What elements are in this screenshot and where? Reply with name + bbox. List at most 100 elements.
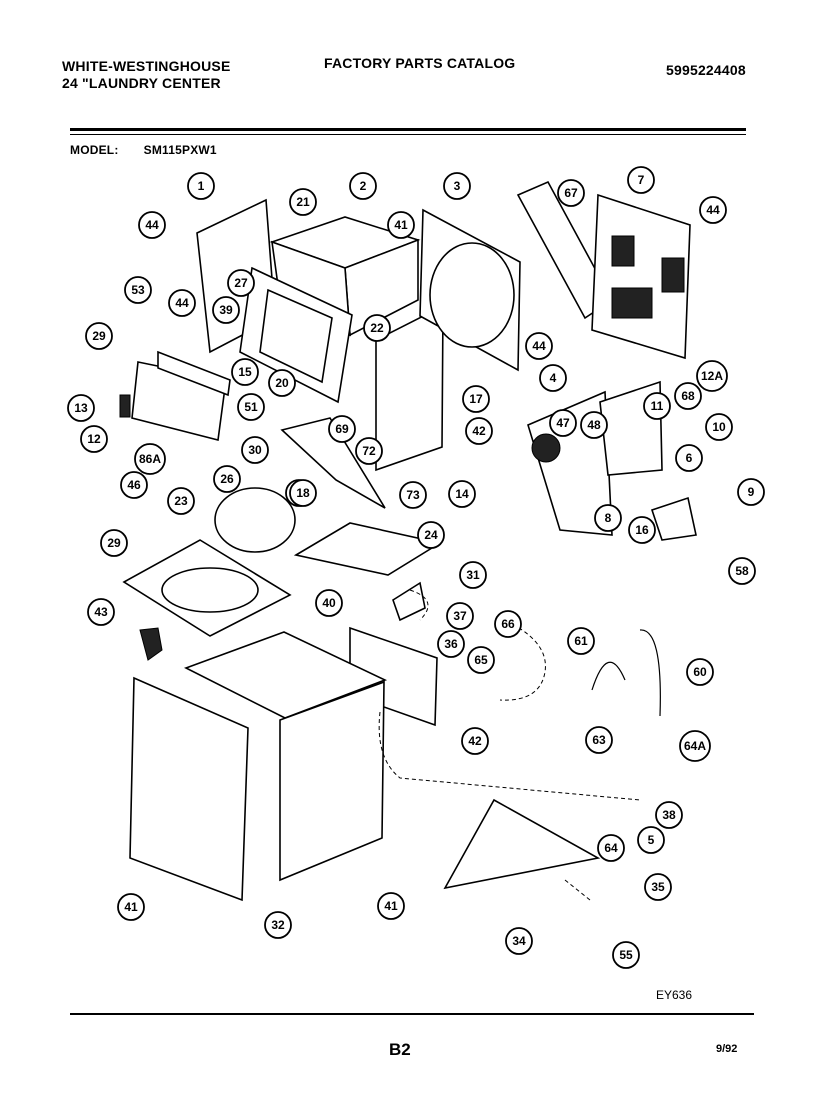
callout-circle [87, 598, 115, 626]
callout-number: 20 [275, 376, 289, 390]
callout-number: 72 [362, 444, 376, 458]
callout-circle [461, 727, 489, 755]
brand-line-1: WHITE-WESTINGHOUSE [62, 58, 231, 74]
callout-circle [679, 730, 711, 762]
callout-number: 1 [198, 179, 205, 193]
callout-number: 4 [550, 371, 557, 385]
callout-number: 23 [174, 494, 188, 508]
callout-number: 34 [512, 934, 526, 948]
callout-29-2: 29 [100, 529, 128, 557]
catalog-date: 9/92 [716, 1043, 738, 1055]
callout-13: 13 [67, 394, 95, 422]
dashed-guides [378, 589, 641, 901]
callout-circle [686, 658, 714, 686]
callout-38: 38 [655, 801, 683, 829]
callout-number: 42 [468, 734, 482, 748]
motor-fan [531, 433, 561, 463]
callout-circle [289, 188, 317, 216]
callout-number: 58 [735, 564, 749, 578]
callout-circle [399, 481, 427, 509]
callout-21: 21 [289, 188, 317, 216]
footer-rule [70, 1013, 754, 1015]
part-drawings [119, 180, 697, 902]
drum-back [429, 242, 515, 348]
callout-44-2: 44 [168, 289, 196, 317]
callout-17: 17 [462, 385, 490, 413]
callout-number: 15 [238, 365, 252, 379]
frame-opening [161, 567, 259, 613]
base-34 [443, 798, 601, 890]
callout-circle [328, 415, 356, 443]
callout-number: 7 [638, 173, 645, 187]
callout-number: 16 [635, 523, 649, 537]
callout-number: 2 [360, 179, 367, 193]
callout-circle [448, 480, 476, 508]
catalog-title: FACTORY PARTS CATALOG [324, 55, 516, 71]
callout-number: 66 [501, 617, 515, 631]
callout-32: 32 [264, 911, 292, 939]
exploded-parts-diagram: 12345678910111212A1314151616171820212223… [67, 166, 765, 969]
callout-53: 53 [124, 276, 152, 304]
vent-c [611, 287, 653, 319]
callout-number: 10 [712, 420, 726, 434]
callout-43: 43 [87, 598, 115, 626]
page-number: B2 [389, 1040, 411, 1059]
vent-a [611, 235, 635, 267]
callout-3: 3 [443, 172, 471, 200]
callout-number: 48 [587, 418, 601, 432]
callout-number: 41 [384, 899, 398, 913]
callout-5: 5 [637, 826, 665, 854]
callout-circle [315, 589, 343, 617]
callout-number: 11 [651, 399, 664, 413]
callout-8: 8 [594, 504, 622, 532]
callout-number: 43 [94, 605, 108, 619]
callout-circle [655, 801, 683, 829]
callout-circle [377, 892, 405, 920]
callout-44: 44 [138, 211, 166, 239]
callout-number: 46 [127, 478, 141, 492]
callout-39: 39 [212, 296, 240, 324]
callout-number: 69 [335, 422, 349, 436]
callout-circle [437, 630, 465, 658]
callout-31: 31 [459, 561, 487, 589]
callout-number: 30 [248, 443, 262, 457]
callout-number: 39 [219, 303, 233, 317]
hose-60 [639, 629, 661, 717]
guide-cabinet-base [378, 711, 641, 801]
callout-circle [696, 360, 728, 392]
callout-number: 40 [322, 596, 336, 610]
callout-number: 64A [684, 739, 706, 753]
callout-number: 86A [139, 452, 161, 466]
callout-86a: 86A [134, 443, 166, 475]
callout-41: 41 [387, 211, 415, 239]
callout-circle [227, 269, 255, 297]
callout-64a: 64A [679, 730, 711, 762]
callout-number: 73 [406, 488, 420, 502]
callout-number: 38 [662, 808, 676, 822]
callout-40: 40 [315, 589, 343, 617]
callout-41-3: 41 [377, 892, 405, 920]
callout-number: 44 [532, 339, 546, 353]
hinge-31 [392, 581, 426, 622]
callout-23: 23 [167, 487, 195, 515]
callout-number: 29 [92, 329, 106, 343]
header-rule-thin [70, 134, 746, 135]
document-number: 5995224408 [666, 62, 746, 78]
callout-20: 20 [268, 369, 296, 397]
callout-number: 51 [244, 400, 258, 414]
callout-circle [138, 211, 166, 239]
callout-circle [268, 369, 296, 397]
callout-30: 30 [241, 436, 269, 464]
callout-circle [117, 893, 145, 921]
callout-circle [213, 465, 241, 493]
callout-circle [417, 521, 445, 549]
callout-41-2: 41 [117, 893, 145, 921]
panel-trim-15 [157, 350, 231, 397]
callout-73: 73 [399, 481, 427, 509]
callout-66: 66 [494, 610, 522, 638]
callout-67: 67 [557, 179, 585, 207]
callout-circle [567, 627, 595, 655]
model-value: SM115PXW1 [143, 143, 217, 157]
guide-31 [409, 589, 429, 621]
callout-24: 24 [417, 521, 445, 549]
